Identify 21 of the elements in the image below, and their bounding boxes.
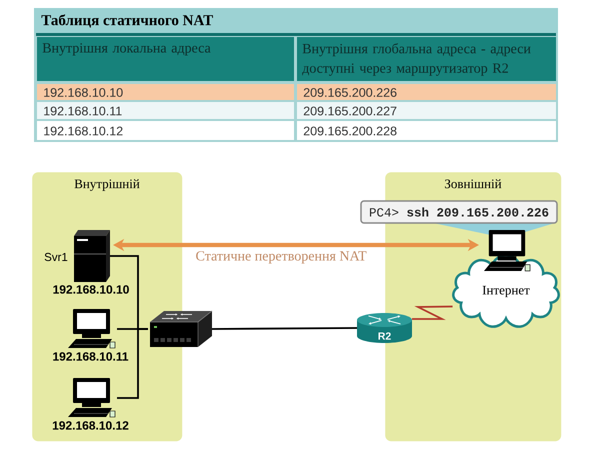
ip-address: 192.168.10.12 — [52, 421, 128, 430]
zigzag-line — [412, 306, 453, 320]
column-header: Внутрішня локальна адреса — [37, 37, 294, 81]
ip-address: 192.168.10.10 — [53, 285, 129, 294]
column-header: Внутрішня глобальна адреса - адреси доступні через маршрутизатор R2 — [297, 37, 556, 81]
connection-line — [212, 327, 357, 330]
computer-icon — [484, 230, 530, 272]
connection-line — [117, 328, 148, 399]
cloud: Інтернет — [452, 254, 560, 328]
table-cell: 209.165.200.227 — [297, 102, 556, 119]
callout-box: PC4> ssh 209.165.200.226 — [360, 200, 558, 224]
device-label: Svr1 — [44, 252, 68, 262]
table-cell: 192.168.10.10 — [37, 84, 294, 100]
table-cell: 209.165.200.228 — [297, 121, 556, 140]
table-cell: 209.165.200.226 — [297, 84, 556, 100]
table-cell: 192.168.10.12 — [37, 121, 294, 140]
ip-address: 192.168.10.11 — [53, 352, 128, 361]
switch-icon — [150, 310, 212, 348]
table-title: Таблиця статичного NAT — [34, 8, 558, 33]
table-cell: 192.168.10.11 — [37, 102, 294, 119]
edge-label: Статичне перетворення NAT — [194, 250, 368, 264]
